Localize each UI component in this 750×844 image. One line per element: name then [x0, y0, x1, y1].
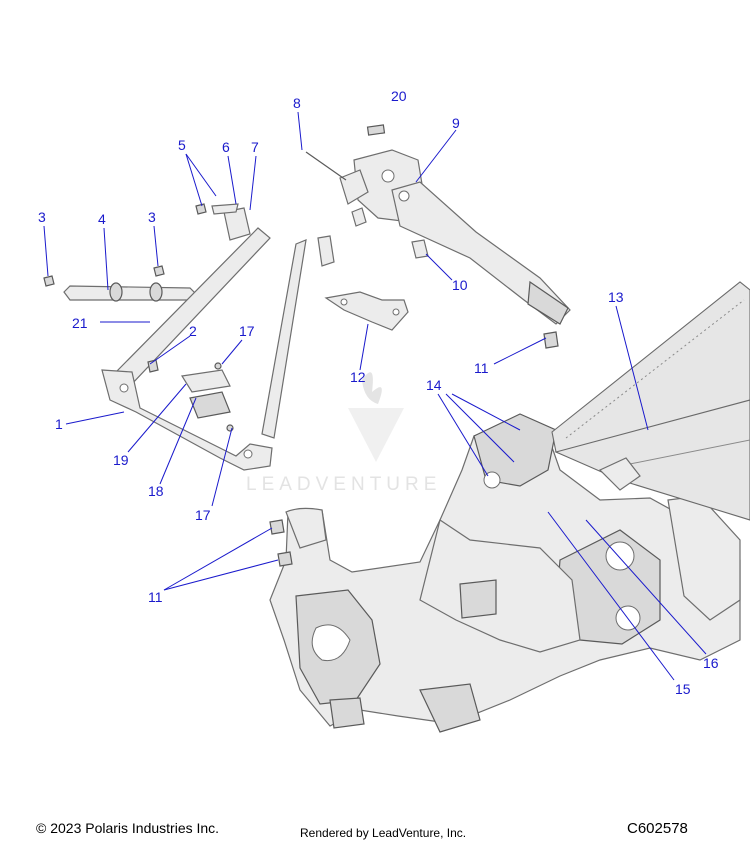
- leadventure-watermark: LEADVENTURE: [246, 372, 441, 495]
- callout-12: 12: [350, 369, 366, 385]
- callout-2: 2: [189, 323, 197, 339]
- callout-7: 7: [251, 139, 259, 155]
- callout-1: 1: [55, 416, 63, 432]
- callout-8: 8: [293, 95, 301, 111]
- callout-11a: 11: [474, 360, 489, 376]
- callout-3b: 3: [148, 209, 156, 225]
- callout-17b: 17: [195, 507, 211, 523]
- drawing-code: C602578: [627, 820, 688, 837]
- callout-17a: 17: [239, 323, 255, 339]
- callout-15: 15: [675, 681, 691, 697]
- callout-13: 13: [608, 289, 624, 305]
- callout-6: 6: [222, 139, 230, 155]
- watermark-text: LEADVENTURE: [246, 474, 441, 495]
- callout-19: 19: [113, 452, 129, 468]
- leader-lines: [43, 111, 707, 681]
- rendered-by-text: Rendered by LeadVenture, Inc.: [300, 826, 467, 840]
- callout-labels: 1 2 3 3 4 5 6 7 8 9 10 11 11 12 13 14 15…: [38, 88, 719, 697]
- callout-21: 21: [72, 315, 88, 331]
- callout-4: 4: [98, 211, 106, 227]
- callout-5: 5: [178, 137, 186, 153]
- steering-post-part: [339, 149, 571, 325]
- callout-10: 10: [452, 277, 468, 293]
- callout-20: 20: [391, 88, 407, 104]
- tunnel-rail-part: [551, 281, 750, 521]
- chassis-part: [269, 413, 741, 733]
- copyright-text: © 2023 Polaris Industries Inc.: [36, 820, 220, 836]
- front-tube-part: [63, 227, 307, 471]
- callout-14: 14: [426, 377, 442, 393]
- callout-16: 16: [703, 655, 719, 671]
- callout-3a: 3: [38, 209, 46, 225]
- callout-9: 9: [452, 115, 460, 131]
- brackets-hardware: [43, 124, 559, 567]
- callout-11b: 11: [148, 589, 163, 605]
- callout-18: 18: [148, 483, 164, 499]
